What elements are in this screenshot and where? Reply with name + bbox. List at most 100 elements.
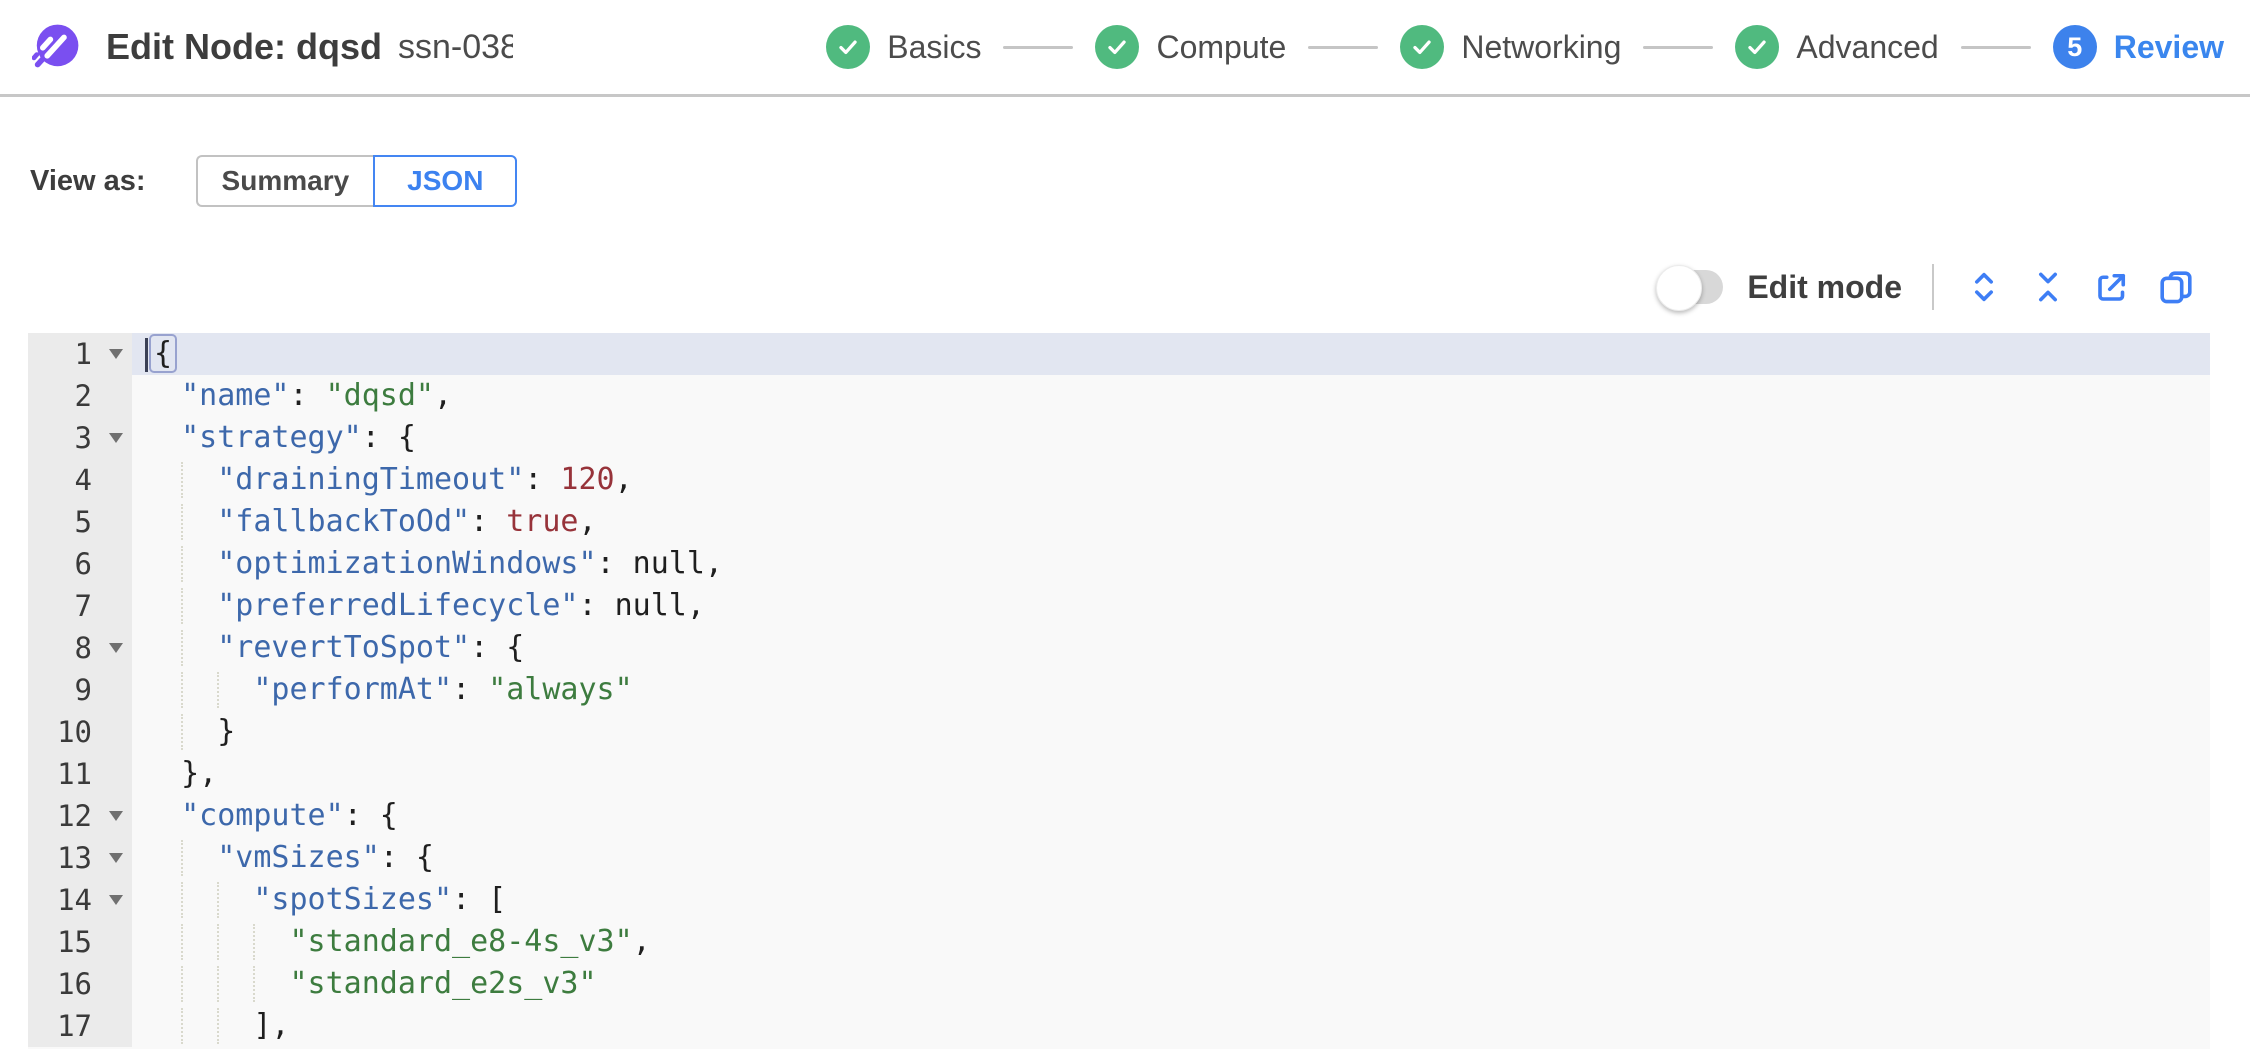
code-text[interactable]: "spotSizes": [ xyxy=(132,879,2210,921)
code-text[interactable]: "performAt": "always" xyxy=(132,669,2210,711)
step-advanced[interactable]: Advanced xyxy=(1735,25,1939,69)
line-number-gutter[interactable]: 9 xyxy=(28,669,132,711)
step-basics[interactable]: Basics xyxy=(826,25,981,69)
edit-mode-toggle[interactable] xyxy=(1656,265,1724,311)
edit-mode-label: Edit mode xyxy=(1747,268,1902,305)
token-punc: , xyxy=(434,378,453,413)
indent-guide xyxy=(217,672,220,708)
view-as-json-button[interactable]: JSON xyxy=(373,155,518,207)
code-text[interactable]: "revertToSpot": { xyxy=(132,627,2210,669)
fold-arrow-icon[interactable] xyxy=(109,349,123,359)
page-title: Edit Node: dqsd xyxy=(106,26,382,67)
line-number: 9 xyxy=(74,673,92,707)
code-text[interactable]: "fallbackToOd": true, xyxy=(132,501,2210,543)
line-number: 6 xyxy=(74,547,92,581)
line-number-gutter[interactable]: 13 xyxy=(28,837,132,879)
view-as-summary-button[interactable]: Summary xyxy=(195,155,374,207)
fold-arrow-icon[interactable] xyxy=(109,811,123,821)
line-number-gutter[interactable]: 10 xyxy=(28,711,132,753)
code-text[interactable]: "name": "dqsd", xyxy=(132,375,2210,417)
line-number-gutter[interactable]: 12 xyxy=(28,795,132,837)
line-number: 8 xyxy=(74,631,92,665)
token-str: "standard_e2s_v3" xyxy=(289,966,597,1001)
text-cursor xyxy=(145,337,148,372)
export-icon[interactable] xyxy=(2092,267,2132,307)
line-number: 16 xyxy=(57,967,92,1001)
code-line: 8 "revertToSpot": { xyxy=(28,627,2210,669)
line-number: 4 xyxy=(74,463,92,497)
line-number: 12 xyxy=(57,799,92,833)
step-compute[interactable]: Compute xyxy=(1095,25,1286,69)
code-line: 3 "strategy": { xyxy=(28,417,2210,459)
indent-guide xyxy=(217,966,220,1002)
line-number-gutter[interactable]: 17 xyxy=(28,1005,132,1047)
code-line: 4 "drainingTimeout": 120, xyxy=(28,459,2210,501)
line-number-gutter[interactable]: 2 xyxy=(28,375,132,417)
token-punc: , xyxy=(632,924,651,959)
code-line: 15 "standard_e8-4s_v3", xyxy=(28,921,2210,963)
step-number-badge: 5 xyxy=(2052,25,2097,69)
indent-guide xyxy=(181,924,184,960)
code-text[interactable]: "standard_e2s_v3" xyxy=(132,963,2210,1005)
token-key: "fallbackToOd" xyxy=(217,504,471,539)
fold-arrow-icon[interactable] xyxy=(109,895,123,905)
step-label: Networking xyxy=(1461,28,1622,65)
line-number-gutter[interactable]: 11 xyxy=(28,753,132,795)
toggle-knob xyxy=(1656,265,1703,311)
line-number-gutter[interactable]: 1 xyxy=(28,333,132,375)
code-line: 9 "performAt": "always" xyxy=(28,669,2210,711)
indent-guide xyxy=(181,546,184,582)
token-punc: : { xyxy=(379,840,434,875)
toolbar-divider xyxy=(1932,264,1934,310)
line-number-gutter[interactable]: 7 xyxy=(28,585,132,627)
fold-arrow-icon[interactable] xyxy=(109,853,123,863)
stepper-connector xyxy=(1960,45,2031,49)
code-text[interactable]: } xyxy=(132,711,2210,753)
token-punc: : xyxy=(578,588,615,623)
collapse-all-icon[interactable] xyxy=(2028,267,2068,307)
token-str: "always" xyxy=(488,672,633,707)
code-text[interactable]: "strategy": { xyxy=(132,417,2210,459)
code-line: 2 "name": "dqsd", xyxy=(28,375,2210,417)
token-key: "name" xyxy=(181,378,290,413)
token-key: "preferredLifecycle" xyxy=(217,588,579,623)
token-num: 120 xyxy=(560,462,615,497)
code-text[interactable]: "compute": { xyxy=(132,795,2210,837)
token-punc: }, xyxy=(181,756,218,791)
line-number-gutter[interactable]: 14 xyxy=(28,879,132,921)
line-number-gutter[interactable]: 16 xyxy=(28,963,132,1005)
code-text[interactable]: "vmSizes": { xyxy=(132,837,2210,879)
line-number-gutter[interactable]: 5 xyxy=(28,501,132,543)
code-line: 1{ xyxy=(28,333,2210,375)
step-networking[interactable]: Networking xyxy=(1400,25,1621,69)
code-text[interactable]: { xyxy=(132,333,2210,375)
line-number-gutter[interactable]: 15 xyxy=(28,921,132,963)
token-key: "revertToSpot" xyxy=(217,630,471,665)
fold-arrow-icon[interactable] xyxy=(109,643,123,653)
code-text[interactable]: }, xyxy=(132,753,2210,795)
line-number-gutter[interactable]: 8 xyxy=(28,627,132,669)
code-text[interactable]: "preferredLifecycle": null, xyxy=(132,585,2210,627)
fold-arrow-icon[interactable] xyxy=(109,433,123,443)
copy-icon[interactable] xyxy=(2156,267,2196,307)
line-number-gutter[interactable]: 6 xyxy=(28,543,132,585)
token-punc: , xyxy=(578,504,597,539)
json-editor[interactable]: 1{2 "name": "dqsd",3 "strategy": {4 "dra… xyxy=(28,333,2210,1049)
token-punc: : xyxy=(596,546,633,581)
code-text[interactable]: "standard_e8-4s_v3", xyxy=(132,921,2210,963)
line-number-gutter[interactable]: 4 xyxy=(28,459,132,501)
token-key: "drainingTimeout" xyxy=(217,462,525,497)
stepper-connector xyxy=(1308,45,1379,49)
code-text[interactable]: ], xyxy=(132,1005,2210,1047)
line-number: 2 xyxy=(74,379,92,413)
code-text[interactable]: "drainingTimeout": 120, xyxy=(132,459,2210,501)
line-number-gutter[interactable]: 3 xyxy=(28,417,132,459)
expand-all-icon[interactable] xyxy=(1964,267,2004,307)
code-text[interactable]: "optimizationWindows": null, xyxy=(132,543,2210,585)
token-null: null xyxy=(632,546,705,581)
